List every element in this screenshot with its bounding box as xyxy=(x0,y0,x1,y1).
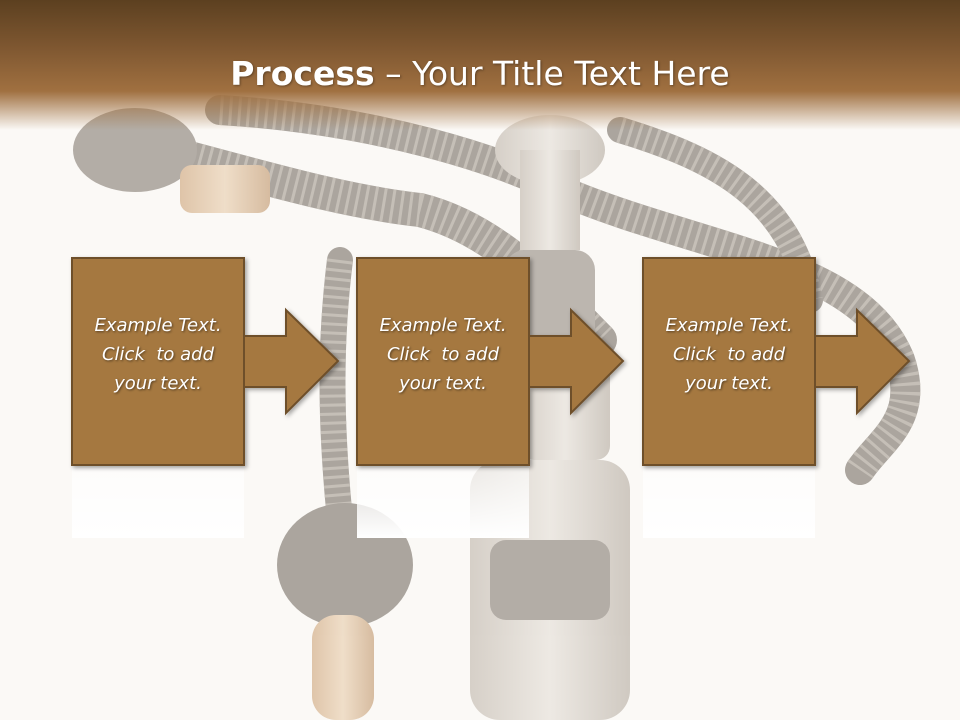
title-separator: – xyxy=(374,54,413,93)
step-text-line: Example Text. xyxy=(665,315,793,336)
title-rest-part: Your Title Text Here xyxy=(412,54,730,93)
arrow-right-icon xyxy=(814,307,911,416)
reflections xyxy=(72,468,815,538)
step-box xyxy=(642,257,816,466)
title-bold-part: Process xyxy=(230,54,375,93)
arrow-right-icon xyxy=(243,307,340,416)
slide-title[interactable]: Process – Your Title Text Here xyxy=(0,52,960,96)
step-box xyxy=(356,257,530,466)
step-text-line: Click to add xyxy=(386,344,499,365)
step-text-2[interactable]: Example Text. Click to add your text. xyxy=(357,311,529,398)
process-step-2[interactable] xyxy=(356,257,625,466)
step-text-line: Click to add xyxy=(672,344,785,365)
step-text-3[interactable]: Example Text. Click to add your text. xyxy=(643,311,815,398)
process-step-3[interactable] xyxy=(642,257,911,466)
step-text-1[interactable]: Example Text. Click to add your text. xyxy=(72,311,244,398)
title-band xyxy=(0,0,960,130)
process-step-1[interactable] xyxy=(71,257,340,466)
step-text-line: Example Text. xyxy=(94,315,222,336)
step-text-line: Example Text. xyxy=(379,315,507,336)
arrow-right-icon xyxy=(528,307,625,416)
step-text-line: your text. xyxy=(399,373,487,394)
step-text-line: your text. xyxy=(685,373,773,394)
step-text-line: your text. xyxy=(114,373,202,394)
step-box xyxy=(71,257,245,466)
step-text-line: Click to add xyxy=(101,344,214,365)
